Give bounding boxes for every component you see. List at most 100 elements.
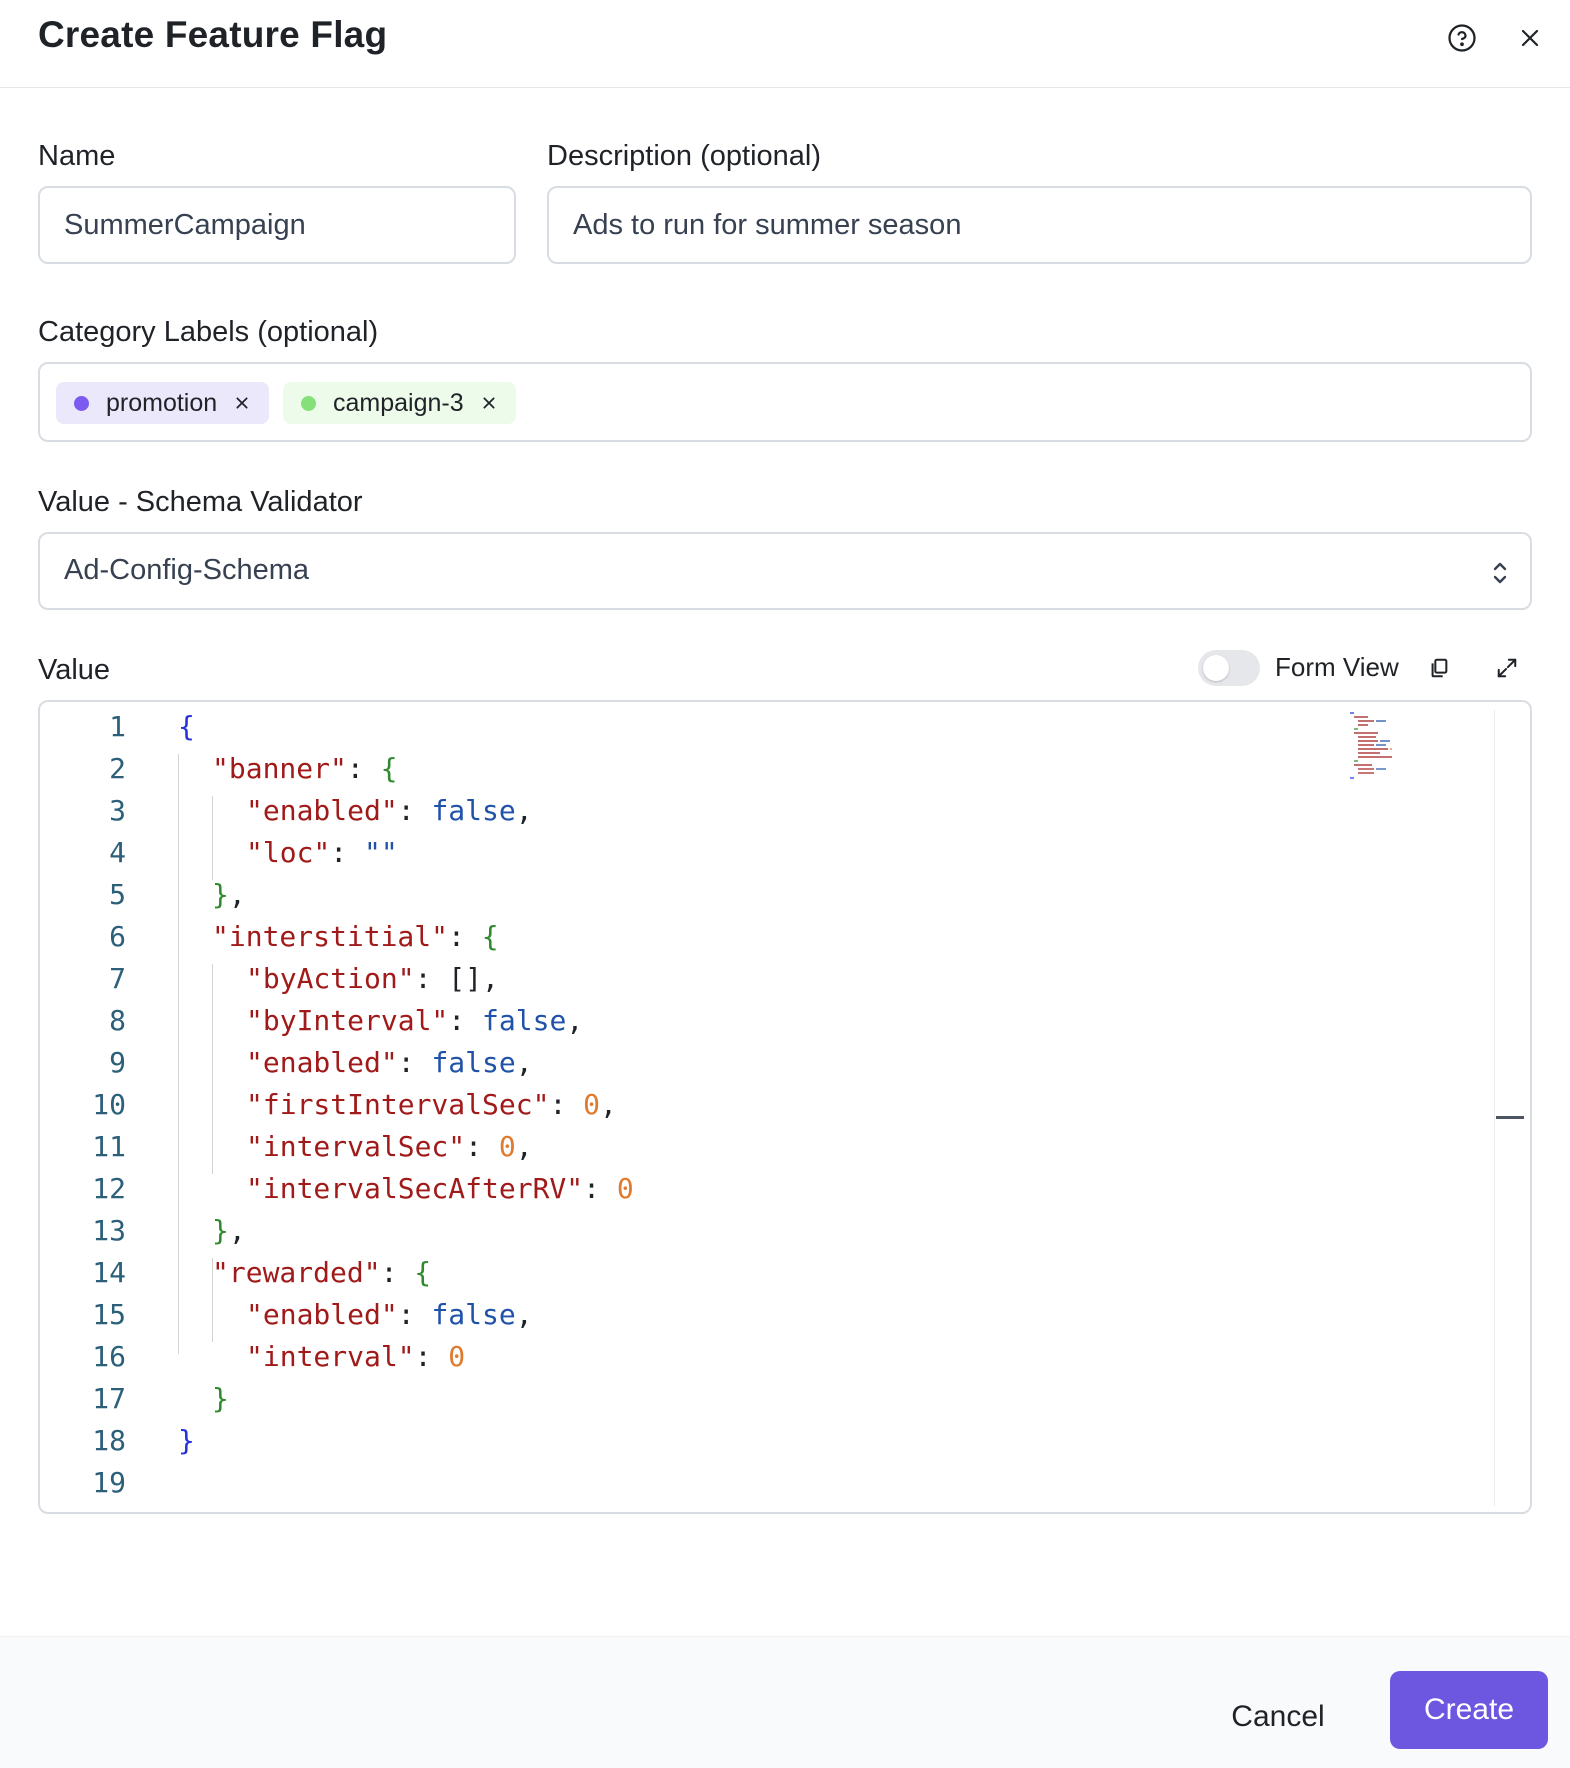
line-number: 8 — [109, 1004, 126, 1037]
form-view-label: Form View — [1275, 652, 1399, 682]
code-token: , — [515, 1298, 533, 1331]
code-minimap[interactable] — [1348, 710, 1408, 782]
code-line: 10"firstIntervalSec": 0, — [40, 1084, 1440, 1126]
code-line: 5}, — [40, 874, 1440, 916]
code-token: "banner" — [212, 752, 347, 785]
expand-button[interactable] — [1490, 651, 1524, 685]
code-token: 0 — [498, 1130, 516, 1163]
close-button[interactable] — [1510, 18, 1550, 58]
schema-validator-select[interactable]: Ad-Config-Schema — [38, 532, 1532, 610]
expand-icon — [1497, 658, 1517, 678]
code-line: 14"rewarded": { — [40, 1252, 1440, 1294]
code-token: : — [583, 1172, 617, 1205]
line-number: 3 — [109, 794, 126, 827]
remove-tag-button[interactable] — [231, 392, 253, 414]
line-number: 18 — [92, 1424, 126, 1457]
code-token: : — [414, 1340, 449, 1373]
line-number: 17 — [92, 1382, 126, 1415]
code-token: : — [397, 794, 432, 827]
code-token: 0 — [616, 1172, 634, 1205]
dialog-title: Create Feature Flag — [38, 14, 388, 55]
indent-guide — [212, 1258, 213, 1342]
code-token: 0 — [583, 1088, 601, 1121]
code-content: "intervalSecAfterRV": 0 — [246, 1168, 634, 1210]
code-token: : — [414, 962, 449, 995]
toggle-knob — [1203, 655, 1229, 681]
code-content: "loc": "" — [246, 832, 398, 874]
close-icon — [483, 397, 495, 409]
code-token: { — [414, 1256, 432, 1289]
code-token: } — [212, 878, 229, 911]
code-line: 8"byInterval": false, — [40, 1000, 1440, 1042]
remove-tag-button[interactable] — [478, 392, 500, 414]
copy-icon — [1431, 658, 1448, 678]
description-input[interactable] — [547, 186, 1532, 264]
code-line: 2 "banner": { — [40, 748, 1440, 790]
code-token: false — [431, 1298, 516, 1331]
help-button[interactable] — [1442, 18, 1482, 58]
category-labels-input[interactable]: promotion campaign-3 — [38, 362, 1532, 442]
code-token: "byAction" — [246, 962, 415, 995]
code-token: { — [178, 710, 195, 743]
line-number: 2 — [109, 752, 126, 785]
code-content: "byAction": [], — [246, 958, 499, 1000]
code-content: "firstIntervalSec": 0, — [246, 1084, 617, 1126]
code-token: , — [515, 1130, 533, 1163]
code-token: "intervalSec" — [246, 1130, 466, 1163]
code-line: 15"enabled": false, — [40, 1294, 1440, 1336]
schema-validator-label: Value - Schema Validator — [38, 486, 363, 518]
close-icon — [236, 397, 248, 409]
code-token: false — [482, 1004, 567, 1037]
code-line: 7 "byAction": [], — [40, 958, 1440, 1000]
code-token: } — [212, 1382, 229, 1415]
code-content: "interstitial": { — [212, 916, 499, 958]
code-token: , — [600, 1088, 617, 1121]
code-content: "rewarded": { — [212, 1252, 431, 1294]
code-token: : — [549, 1088, 584, 1121]
code-line: 4"loc": "" — [40, 832, 1440, 874]
code-token: , — [515, 1046, 533, 1079]
line-number: 7 — [109, 962, 126, 995]
indent-guide — [178, 754, 179, 1354]
code-token: , — [228, 878, 246, 911]
cancel-button[interactable]: Cancel — [1210, 1691, 1346, 1743]
code-token: "firstIntervalSec" — [246, 1088, 550, 1121]
code-token: , — [515, 794, 533, 827]
code-token: false — [431, 1046, 516, 1079]
schema-validator-value: Ad-Config-Schema — [64, 554, 309, 586]
code-line: 1{ — [40, 706, 1440, 748]
code-line: 6 "interstitial": { — [40, 916, 1440, 958]
value-label: Value — [38, 654, 111, 686]
code-token: : — [397, 1046, 432, 1079]
code-token: } — [212, 1214, 229, 1247]
create-button[interactable]: Create — [1390, 1671, 1548, 1749]
category-labels-label: Category Labels (optional) — [38, 316, 379, 348]
code-content: "intervalSec": 0, — [246, 1126, 533, 1168]
code-token: : — [465, 1130, 499, 1163]
code-token: "" — [364, 836, 398, 869]
code-token: "rewarded" — [212, 1256, 381, 1289]
dialog-header: Create Feature Flag — [0, 0, 1570, 88]
code-token: "byInterval" — [246, 1004, 449, 1037]
code-token: { — [481, 920, 499, 953]
json-code-editor[interactable]: 1{2"banner": {3"enabled": false,4"loc": … — [38, 700, 1532, 1514]
code-token: 0 — [448, 1340, 466, 1373]
copy-button[interactable] — [1422, 651, 1456, 685]
code-line: 12"intervalSecAfterRV": 0 — [40, 1168, 1440, 1210]
code-token: "enabled" — [246, 1298, 398, 1331]
tag-label: promotion — [106, 388, 218, 417]
form-view-toggle[interactable] — [1198, 650, 1260, 686]
code-line: 3"enabled": false, — [40, 790, 1440, 832]
line-number: 6 — [109, 920, 126, 953]
code-token: : — [346, 752, 381, 785]
code-token: "enabled" — [246, 1046, 398, 1079]
name-input[interactable] — [38, 186, 516, 264]
code-token: "loc" — [246, 836, 331, 869]
code-token: : — [380, 1256, 415, 1289]
code-token: false — [431, 794, 516, 827]
code-content: "banner": { — [212, 748, 397, 790]
code-line: 11"intervalSec": 0, — [40, 1126, 1440, 1168]
tag-color-dot — [301, 395, 316, 411]
editor-scrollbar[interactable] — [1494, 710, 1495, 1506]
code-token: : — [448, 920, 482, 953]
